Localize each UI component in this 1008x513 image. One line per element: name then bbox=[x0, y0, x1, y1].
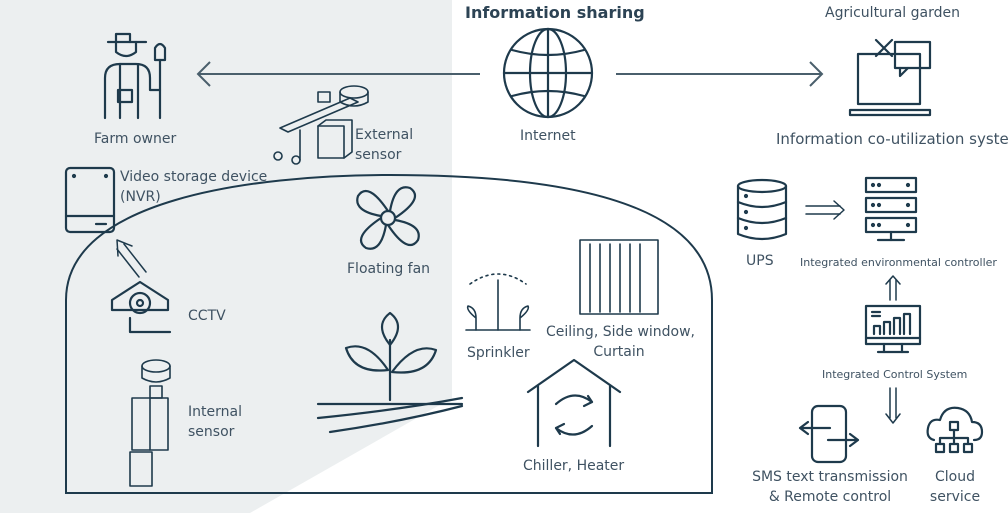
sms-phone-icon bbox=[798, 404, 860, 464]
arrow-to-farm-owner bbox=[196, 61, 480, 87]
env-controller-label: Integrated environmental controller bbox=[800, 256, 997, 269]
sms-label-1: SMS text transmission bbox=[752, 469, 908, 485]
cloud-label-1: Cloud bbox=[935, 469, 975, 485]
plant-field-icon bbox=[316, 311, 464, 434]
floating-fan-icon bbox=[356, 186, 420, 250]
arrow-to-garden bbox=[616, 61, 824, 87]
cctv-label: CCTV bbox=[188, 308, 226, 324]
external-sensor-text: External sensor bbox=[355, 127, 414, 163]
external-sensor-icon bbox=[273, 85, 369, 165]
sms-label-2: & Remote control bbox=[768, 489, 892, 505]
ups-to-controller-arrow bbox=[805, 200, 845, 220]
info-system-label: Information co-utilization system bbox=[776, 130, 1008, 148]
control-system-label: Integrated Control System bbox=[822, 368, 968, 381]
environmental-controller-server-icon bbox=[864, 176, 918, 242]
sprinkler-icon bbox=[465, 273, 531, 331]
sprinkler-label: Sprinkler bbox=[467, 345, 530, 361]
cctv-icon bbox=[110, 280, 172, 334]
farm-owner-label: Farm owner bbox=[94, 131, 177, 147]
chiller-heater-icon bbox=[526, 358, 622, 448]
external-sensor-label: External sensor bbox=[355, 125, 425, 165]
cctv-to-nvr-arrow bbox=[116, 239, 147, 278]
internal-sensor-icon bbox=[129, 359, 171, 487]
floating-fan-label: Floating fan bbox=[347, 261, 431, 277]
chiller-label: Chiller, Heater bbox=[523, 458, 625, 474]
cloud-label-2: service bbox=[929, 489, 981, 505]
internal-sensor-label-2: sensor bbox=[188, 424, 235, 440]
ceiling-label-2: Curtain bbox=[593, 344, 645, 360]
greenhouse-outline bbox=[65, 173, 713, 494]
ceiling-label-1: Ceiling, Side window, bbox=[546, 324, 696, 340]
diagram-title: Information sharing bbox=[465, 3, 645, 22]
ups-database-icon bbox=[736, 178, 788, 241]
curtain-window-icon bbox=[579, 239, 659, 315]
farmer-icon bbox=[103, 32, 167, 120]
internet-label: Internet bbox=[520, 128, 576, 144]
nvr-storage-icon bbox=[64, 166, 116, 234]
farm-shaded-area bbox=[0, 0, 452, 513]
agricultural-garden-label: Agricultural garden bbox=[825, 5, 960, 21]
internal-sensor-label-1: Internal bbox=[188, 404, 242, 420]
ups-label: UPS bbox=[746, 253, 774, 269]
nvr-label-1: Video storage device bbox=[120, 169, 268, 185]
cloud-service-icon bbox=[926, 406, 984, 454]
control-to-controller-arrow bbox=[885, 275, 901, 301]
internet-globe-icon bbox=[502, 27, 594, 119]
laptop-tools-icon bbox=[848, 38, 932, 117]
nvr-label-2: (NVR) bbox=[120, 189, 161, 205]
control-to-sms-arrow bbox=[885, 387, 901, 424]
control-system-monitor-icon bbox=[864, 304, 922, 354]
